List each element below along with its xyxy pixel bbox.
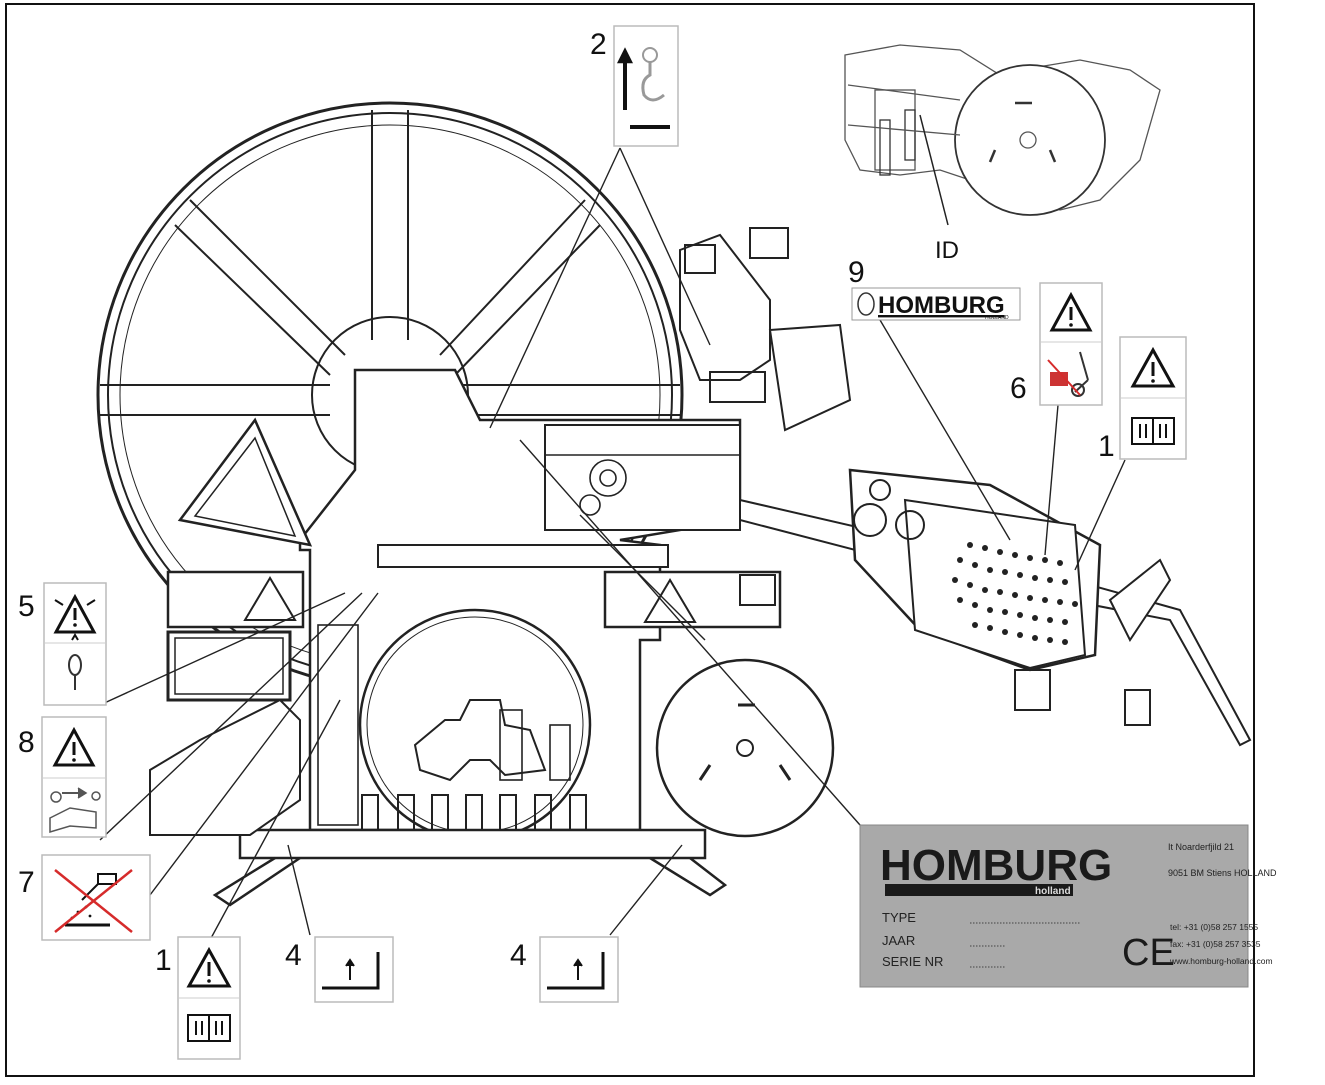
manual-book-icon — [187, 1014, 231, 1042]
no-welding-icon — [54, 869, 133, 933]
hand-entanglement-icon — [1047, 351, 1089, 397]
decal-2-lifting-point — [613, 25, 679, 147]
nameplate-address-2: 9051 BM Stiens HOLLAND — [1168, 868, 1277, 878]
nameplate-field-jaar: JAAR — [882, 933, 915, 948]
jack-point-icon — [547, 952, 605, 990]
nameplate-brand: HOMBURG — [880, 841, 1112, 890]
decal-8-remove-key — [41, 716, 107, 838]
nameplate-web: www.homburg-holland.com — [1169, 956, 1273, 966]
nameplate-ce-mark: CE — [1122, 932, 1175, 974]
callout-4-right: 4 — [510, 939, 527, 972]
warning-triangle-icon — [186, 946, 232, 988]
pin-icon — [68, 654, 82, 690]
leader-lines — [99, 147, 1126, 941]
id-location-inset: ID — [844, 44, 1161, 264]
decal-4-jack-point-left — [314, 936, 394, 1003]
crush-hazard-icon — [53, 593, 97, 641]
callout-2: 2 — [590, 28, 607, 61]
nameplate-address-1: It Noarderfjild 21 — [1168, 842, 1234, 852]
decal-9-brand-sticker: HOMBURG HOLLAND — [851, 287, 1021, 321]
nameplate-field-serie: SERIE NR — [882, 954, 943, 969]
decal-1-read-manual-bottom — [177, 936, 241, 1060]
logo-sticker-sub: HOLLAND — [985, 315, 1009, 321]
perforated-cover-holes — [952, 542, 1078, 645]
manual-book-icon — [1131, 417, 1175, 445]
warning-triangle-icon — [1130, 346, 1176, 388]
callout-5: 5 — [18, 590, 35, 623]
key-removal-icon — [49, 787, 101, 834]
machine-nameplate: HOMBURG holland TYPE JAAR SERIE NR It No… — [859, 824, 1277, 988]
warning-triangle-icon — [1049, 291, 1093, 332]
callout-8: 8 — [18, 726, 35, 759]
callout-4-left: 4 — [285, 939, 302, 972]
nameplate-tel: tel: +31 (0)58 257 1555 — [1170, 922, 1258, 932]
nameplate-brand-sub: holland — [1035, 886, 1071, 897]
support-wheel-disc — [655, 658, 835, 838]
hose-reel-machine-drawing — [96, 101, 1252, 907]
decal-6-entanglement-warning — [1039, 282, 1103, 406]
lifting-hook-icon — [616, 47, 670, 129]
decal-5-crush-hazard — [43, 582, 107, 706]
callout-1-bottom: 1 — [155, 944, 172, 977]
decal-7-no-welding — [41, 854, 151, 941]
jack-point-icon — [322, 952, 380, 990]
callout-7: 7 — [18, 866, 35, 899]
warning-triangle-icon — [52, 726, 96, 767]
logo-sticker-brand: HOMBURG — [878, 292, 1005, 319]
id-label: ID — [935, 237, 959, 264]
callout-1-right: 1 — [1098, 430, 1115, 463]
decal-1-read-manual-right — [1119, 336, 1187, 460]
nameplate-fax: fax: +31 (0)58 257 3535 — [1170, 939, 1261, 949]
callout-6: 6 — [1010, 372, 1027, 405]
decal-4-jack-point-right — [539, 936, 619, 1003]
callout-9: 9 — [848, 256, 865, 289]
nameplate-field-type: TYPE — [882, 910, 916, 925]
